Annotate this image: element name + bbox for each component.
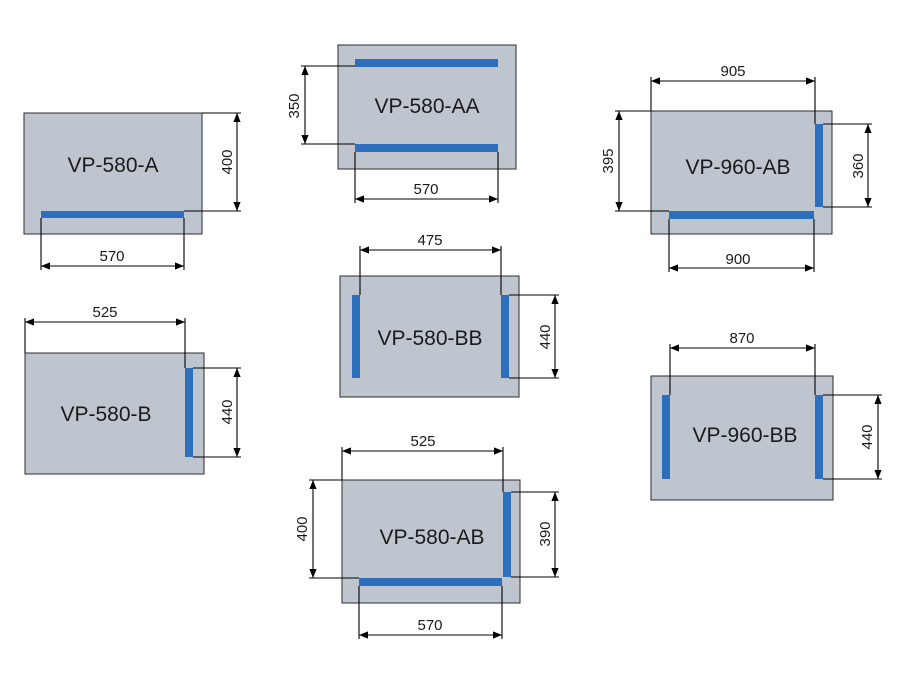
- left-height-value: 395: [600, 148, 617, 173]
- panel-label: VP-580-BB: [377, 327, 482, 350]
- width-value: 525: [92, 304, 117, 321]
- blade-bar: [185, 368, 193, 457]
- top-width-value: 525: [410, 433, 435, 450]
- blade-bar-left: [662, 395, 670, 479]
- width-value: 475: [417, 232, 442, 249]
- height-value: 440: [859, 424, 876, 449]
- blade-bar-right: [815, 395, 823, 479]
- blade-bar-bottom: [355, 144, 498, 152]
- width-value: 870: [729, 330, 754, 347]
- panel-vp-580-aa: VP-580-AA 350 570: [286, 44, 517, 203]
- panel-body: [650, 375, 834, 501]
- panel-label: VP-580-B: [60, 403, 151, 426]
- panel-label: VP-960-AB: [685, 156, 790, 179]
- right-height-value: 390: [537, 521, 554, 546]
- blade-bar: [41, 211, 184, 218]
- panel-body: [24, 352, 205, 475]
- blade-bar-left: [352, 295, 360, 378]
- blade-bar-top: [355, 59, 498, 67]
- right-height-value: 360: [850, 153, 867, 178]
- width-value: 570: [413, 181, 438, 198]
- blade-bar-bottom: [359, 578, 502, 586]
- panel-body: [339, 275, 520, 398]
- height-value: 440: [219, 399, 236, 424]
- panel-label: VP-580-AB: [379, 526, 484, 549]
- width-value: 570: [99, 248, 124, 265]
- panel-label: VP-580-A: [67, 154, 158, 177]
- height-value: 440: [537, 324, 554, 349]
- blade-bar-right: [815, 124, 823, 207]
- bottom-width-value: 570: [417, 617, 442, 634]
- panel-label: VP-960-BB: [692, 424, 797, 447]
- panel-vp-960-bb: VP-960-BB 870 440: [650, 330, 882, 501]
- panel-vp-580-a: VP-580-A 570 400: [23, 112, 241, 270]
- height-value: 350: [286, 93, 303, 118]
- panel-label: VP-580-AA: [374, 95, 479, 118]
- panel-vp-960-ab: VP-960-AB 905 395 360 900: [600, 63, 872, 272]
- bottom-width-value: 900: [725, 251, 750, 268]
- blade-bar-right: [503, 492, 511, 577]
- left-height-value: 400: [294, 516, 311, 541]
- top-width-value: 905: [720, 63, 745, 80]
- panel-vp-580-b: VP-580-B 525 440: [24, 304, 241, 475]
- panel-vp-580-bb: VP-580-BB 475 440: [339, 232, 559, 398]
- blade-bar-right: [501, 295, 509, 378]
- panel-vp-580-ab: VP-580-AB 525 400 390 570: [294, 433, 559, 639]
- blade-bar-bottom: [669, 211, 814, 219]
- height-value: 400: [219, 149, 236, 174]
